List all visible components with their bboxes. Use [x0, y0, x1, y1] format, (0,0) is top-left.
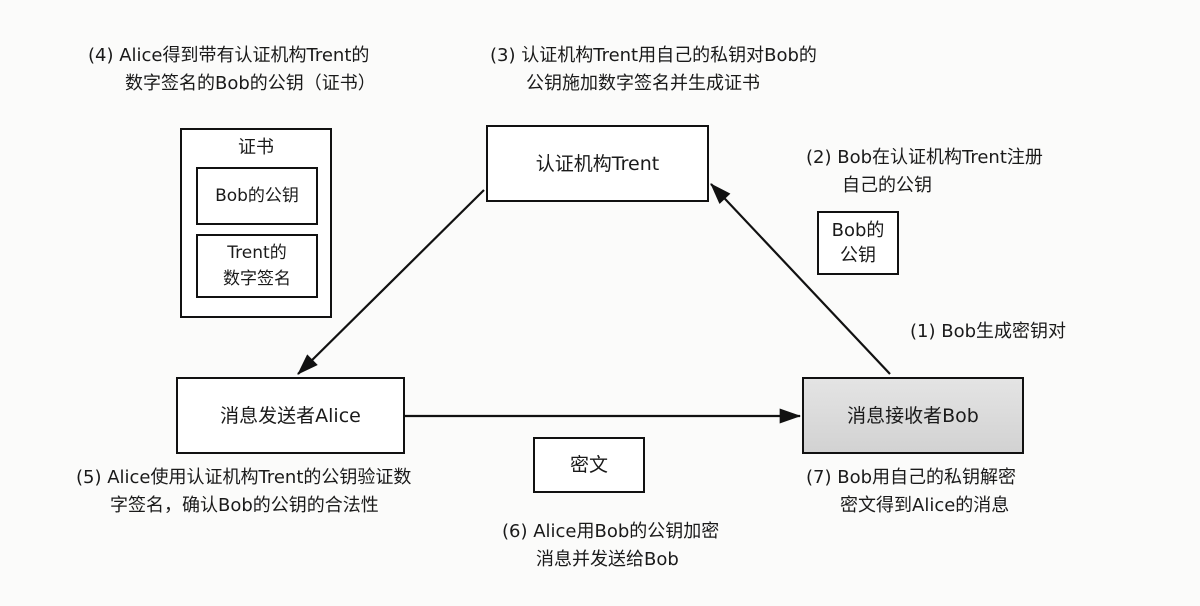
- certificate-bob-public-key: Bob的公钥: [196, 167, 318, 225]
- step-1-line-1: (1) Bob生成密钥对: [910, 321, 1067, 342]
- step-6-line-1: (6) Alice用Bob的公钥加密: [502, 521, 720, 542]
- certificate-title: 证书: [238, 137, 274, 158]
- bob-node: 消息接收者Bob: [802, 377, 1024, 454]
- step-5-caption: (5) Alice使用认证机构Trent的公钥验证数 字签名，确认Bob的公钥的…: [76, 464, 411, 520]
- alice-node: 消息发送者Alice: [176, 377, 405, 454]
- ciphertext-label: 密文: [569, 454, 608, 476]
- step-7-caption: (7) Bob用自己的私钥解密 密文得到Alice的消息: [806, 464, 1016, 520]
- step-3-line-2: 公钥施加数字签名并生成证书: [526, 73, 760, 94]
- arrow-trent-to-alice: [297, 189, 485, 375]
- alice-node-label: 消息发送者Alice: [220, 404, 361, 427]
- step-4-line-1: (4) Alice得到带有认证机构Trent的: [88, 45, 370, 66]
- step-6-caption: (6) Alice用Bob的公钥加密 消息并发送给Bob: [502, 518, 719, 574]
- certificate-signature-line-2: 数字签名: [223, 269, 291, 289]
- trent-node: 认证机构Trent: [486, 125, 709, 202]
- certificate-signature-line-1: Trent的: [227, 243, 287, 263]
- step-2-line-2: 自己的公钥: [842, 175, 932, 196]
- step-7-line-1: (7) Bob用自己的私钥解密: [806, 467, 1017, 488]
- certificate-trent-signature: Trent的 数字签名: [196, 234, 318, 298]
- bob-node-label: 消息接收者Bob: [847, 404, 979, 427]
- bob-public-key-line-1: Bob的: [831, 220, 885, 241]
- step-2-line-1: (2) Bob在认证机构Trent注册: [806, 147, 1043, 168]
- step-5-line-1: (5) Alice使用认证机构Trent的公钥验证数: [76, 467, 412, 488]
- step-3-line-1: (3) 认证机构Trent用自己的私钥对Bob的: [490, 45, 817, 66]
- step-4-caption: (4) Alice得到带有认证机构Trent的 数字签名的Bob的公钥（证书）: [88, 42, 376, 98]
- step-1-caption: (1) Bob生成密钥对: [910, 318, 1066, 346]
- trent-node-label: 认证机构Trent: [535, 152, 660, 175]
- step-5-line-2: 字签名，确认Bob的公钥的合法性: [110, 495, 379, 516]
- ciphertext-box: 密文: [533, 437, 645, 493]
- bob-public-key-box: Bob的 公钥: [817, 211, 899, 275]
- step-6-line-2: 消息并发送给Bob: [536, 549, 679, 570]
- step-2-caption: (2) Bob在认证机构Trent注册 自己的公钥: [806, 144, 1043, 200]
- step-3-caption: (3) 认证机构Trent用自己的私钥对Bob的 公钥施加数字签名并生成证书: [490, 42, 817, 98]
- step-4-line-2: 数字签名的Bob的公钥（证书）: [125, 73, 376, 94]
- step-7-line-2: 密文得到Alice的消息: [840, 495, 1010, 516]
- arrow-bob-to-trent: [710, 183, 891, 375]
- bob-public-key-line-2: 公钥: [839, 245, 876, 266]
